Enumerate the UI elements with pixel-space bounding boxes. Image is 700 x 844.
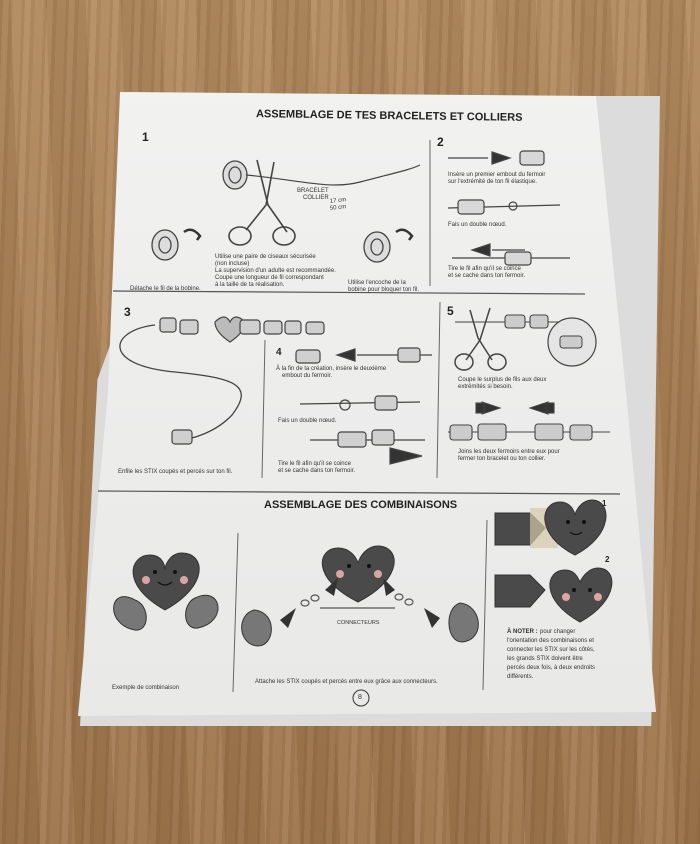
page-number: 8 <box>358 694 362 701</box>
combo-caption-mid: Attache les STIX coupés et percés entre … <box>255 679 438 685</box>
step4-caption-c-2: et se cache dans ton fermoir. <box>278 468 356 474</box>
measure-label-collier: COLLIER <box>303 195 329 201</box>
step-number-5: 5 <box>447 304 454 318</box>
step1-caption-left: Détache le fil de la bobine. <box>130 286 201 292</box>
spool-icon <box>151 160 391 263</box>
note-line-5: percés deux fois, à deux endroits <box>507 665 596 671</box>
step1-caption-mid-2: (non incluse) <box>215 261 250 267</box>
step-number-4: 4 <box>276 347 282 358</box>
note-line-2: l'orientation des combinaisons et <box>507 638 594 644</box>
step1-caption-mid-4: Coupe une longueur de fil correspondant <box>215 275 324 281</box>
step4-caption-b: Fais un double nœud. <box>278 418 337 424</box>
heart-stix-icon <box>113 499 613 647</box>
note-label: À NOTER : <box>507 629 538 635</box>
note-line-4: les grands STIX doivent être <box>507 656 583 662</box>
step-number-2: 2 <box>437 135 444 149</box>
note-line-1: pour changer <box>540 629 576 635</box>
step-number-1: 1 <box>142 130 149 144</box>
step1-caption-right-2: bobine pour bloquer ton fil. <box>348 287 420 293</box>
step5-caption-a-2: extrémités si besoin. <box>458 384 513 390</box>
step1-caption-mid-1: Utilise une paire de ciseaux sécurisée <box>215 254 316 260</box>
section-title-combinaisons: ASSEMBLAGE DES COMBINAISONS <box>264 499 458 511</box>
connector-label: CONNECTEURS <box>337 620 380 626</box>
note-line-3: connecter les STIX sur les côtés, <box>507 647 595 653</box>
step2-caption-b: Fais un double nœud. <box>448 222 507 228</box>
step4-caption-a-2: embout du fermoir. <box>282 373 333 379</box>
scissors-icon <box>228 159 296 246</box>
step1-caption-mid-3: La supervision d'un adulte est recommand… <box>215 268 336 274</box>
step2-caption-a-2: sur l'extrémité de ton fil élastique. <box>448 179 537 185</box>
step3-caption: Enfile les STIX coupés et percés sur ton… <box>118 469 233 475</box>
combo-caption-left: Exemple de combinaison <box>112 685 180 691</box>
step-number-3: 3 <box>124 305 131 319</box>
step4-caption-c-1: Tire le fil afin qu'il se coince <box>278 461 351 467</box>
measure-label-bracelet: BRACELET <box>297 188 329 194</box>
step4-caption-a-1: À la fin de ta création, insère le deuxi… <box>276 366 387 372</box>
step2-caption-a-1: Insère un premier embout du fermoir <box>448 172 546 178</box>
option-number-1: 1 <box>602 499 607 508</box>
step5-caption-b-2: fermer ton bracelet ou ton collier. <box>458 456 546 462</box>
step1-caption-mid-5: à la taille de ta réalisation. <box>215 282 285 288</box>
step5-caption-a-1: Coupe le surplus de fils aux deux <box>458 377 547 383</box>
step2-caption-c-1: Tire le fil afin qu'il se coince <box>448 266 521 272</box>
section-title-bracelets: ASSEMBLAGE DE TES BRACELETS ET COLLIERS <box>255 108 523 124</box>
step2-caption-c-2: et se cache dans ton fermoir. <box>448 273 526 279</box>
note-line-6: différents. <box>507 674 534 680</box>
step5-caption-b-1: Joins les deux fermoirs entre eux pour <box>458 449 560 455</box>
option-number-2: 2 <box>605 555 610 564</box>
step1-caption-right-1: Utilise l'encoche de la <box>348 280 406 286</box>
